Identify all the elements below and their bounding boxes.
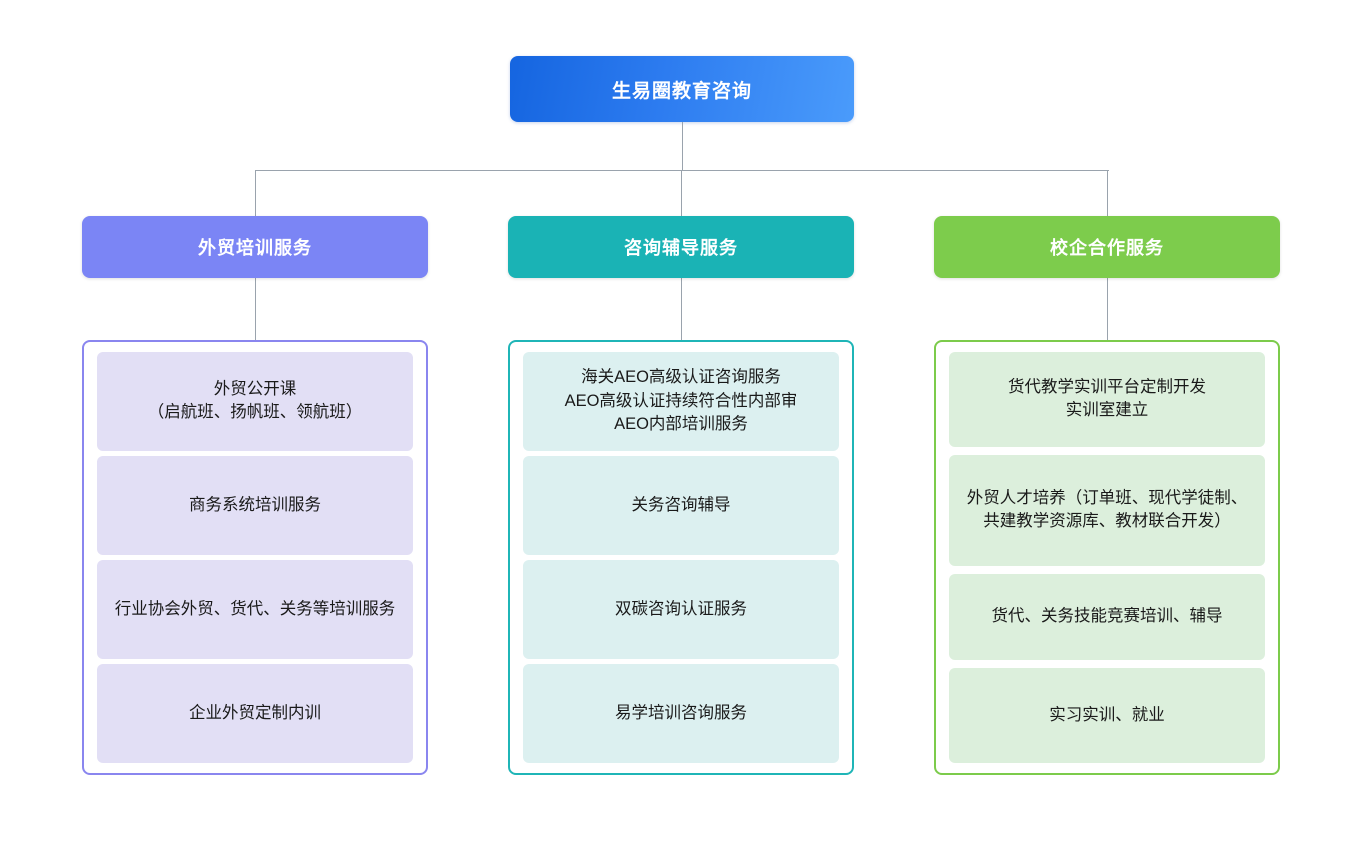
- branch-column-xiaoqi-hezuo: 校企合作服务 货代教学实训平台定制开发 实训室建立 外贸人才培养（订单班、现代学…: [934, 216, 1280, 775]
- root-node-label: 生易圈教育咨询: [611, 80, 752, 102]
- leaf-card[interactable]: 实习实训、就业: [949, 668, 1265, 763]
- leaf-card[interactable]: 商务系统培训服务: [97, 456, 413, 555]
- branch-group-box-1: 海关AEO高级认证咨询服务 AEO高级认证持续符合性内部审 AEO内部培训服务 …: [508, 340, 854, 775]
- connector-branch-1-to-group: [681, 278, 682, 340]
- leaf-card[interactable]: 行业协会外贸、货代、关务等培训服务: [97, 560, 413, 659]
- branch-header-label-0: 外贸培训服务: [198, 238, 312, 258]
- leaf-card[interactable]: 双碳咨询认证服务: [523, 560, 839, 659]
- branch-header-0[interactable]: 外贸培训服务: [82, 216, 428, 278]
- connector-to-branch-0: [255, 170, 256, 216]
- connector-branch-0-to-group: [255, 278, 256, 340]
- leaf-card[interactable]: 关务咨询辅导: [523, 456, 839, 555]
- connector-root-stem: [682, 122, 683, 170]
- leaf-card[interactable]: 外贸公开课 （启航班、扬帆班、领航班）: [97, 352, 413, 451]
- branch-column-zixun-fudao: 咨询辅导服务 海关AEO高级认证咨询服务 AEO高级认证持续符合性内部审 AEO…: [508, 216, 854, 775]
- branch-header-label-1: 咨询辅导服务: [624, 238, 738, 258]
- branch-header-label-2: 校企合作服务: [1050, 238, 1164, 258]
- branch-header-1[interactable]: 咨询辅导服务: [508, 216, 854, 278]
- leaf-card[interactable]: 企业外贸定制内训: [97, 664, 413, 763]
- branch-header-2[interactable]: 校企合作服务: [934, 216, 1280, 278]
- leaf-card[interactable]: 货代、关务技能竞赛培训、辅导: [949, 573, 1265, 661]
- leaf-card[interactable]: 外贸人才培养（订单班、现代学徒制、共建教学资源库、教材联合开发）: [949, 454, 1265, 566]
- branch-group-box-0: 外贸公开课 （启航班、扬帆班、领航班） 商务系统培训服务 行业协会外贸、货代、关…: [82, 340, 428, 775]
- branch-column-waimao-peixun: 外贸培训服务 外贸公开课 （启航班、扬帆班、领航班） 商务系统培训服务 行业协会…: [82, 216, 428, 775]
- leaf-card[interactable]: 货代教学实训平台定制开发 实训室建立: [949, 352, 1265, 447]
- connector-to-branch-1: [681, 170, 682, 216]
- root-node[interactable]: 生易圈教育咨询: [510, 56, 854, 122]
- branch-group-box-2: 货代教学实训平台定制开发 实训室建立 外贸人才培养（订单班、现代学徒制、共建教学…: [934, 340, 1280, 775]
- connector-to-branch-2: [1107, 170, 1108, 216]
- connector-horizontal-bus: [255, 170, 1109, 171]
- leaf-card[interactable]: 海关AEO高级认证咨询服务 AEO高级认证持续符合性内部审 AEO内部培训服务: [523, 352, 839, 451]
- connector-branch-2-to-group: [1107, 278, 1108, 340]
- leaf-card[interactable]: 易学培训咨询服务: [523, 664, 839, 763]
